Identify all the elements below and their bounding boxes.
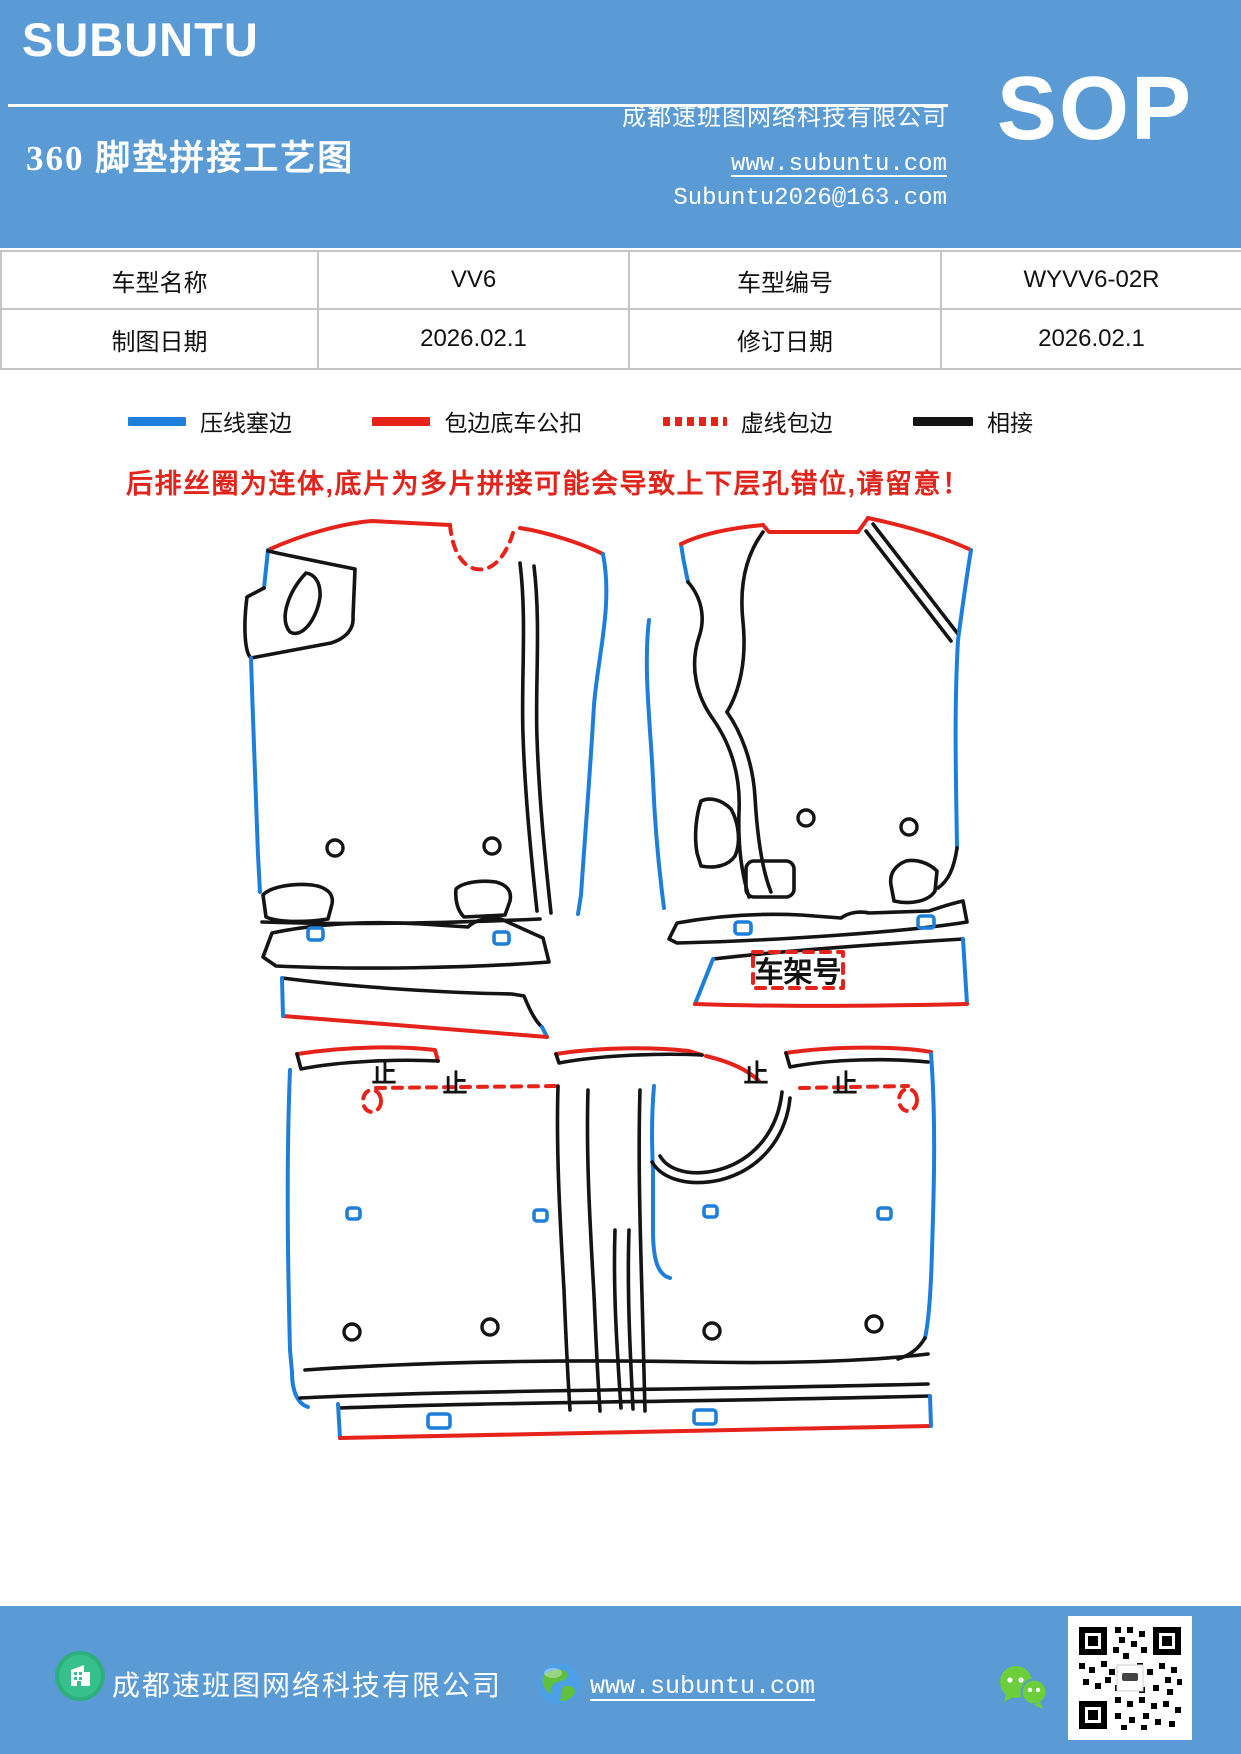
cell-model-code-value: WYVV6-02R: [940, 250, 1241, 310]
floor-mat-diagram: 车架号 止 止 止 止: [243, 516, 973, 1440]
stop-mark-label: 止: [832, 1070, 857, 1098]
dashed-detail: [361, 1088, 383, 1114]
brand-logo-text: SUBUNTU: [22, 13, 259, 66]
legend-label: 相接: [986, 410, 1033, 436]
clip-hole: [306, 926, 325, 942]
red-line-swatch: [372, 416, 431, 426]
chassis-number-dashed-box: [751, 950, 845, 990]
footer-banner: 成都速班图网络科技有限公司 www.subuntu.com: [0, 1606, 1241, 1754]
legend-item-press-line: 压线塞边: [128, 404, 292, 438]
chassis-number-label: 车架号: [754, 955, 841, 989]
building-icon: [55, 1651, 105, 1701]
clip-hole: [426, 1412, 452, 1430]
legend-item-edge-buckle: 包边底车公扣: [372, 404, 582, 438]
qr-code: [1068, 1616, 1192, 1740]
rear-mat-bottom-bands: [298, 1352, 933, 1440]
legend-item-dashed-wrap: 虚线包边: [662, 404, 833, 438]
heel-pad: [888, 858, 939, 905]
cell-draw-date-value: 2026.02.1: [317, 308, 630, 370]
front-left-mat-outline: [243, 519, 609, 926]
clip-hole: [492, 930, 511, 946]
front-left-base-strip: [280, 976, 549, 1039]
table-row: 制图日期 2026.02.1 修订日期 2026.02.1: [0, 308, 1241, 370]
footer-company-name: 成都速班图网络科技有限公司: [112, 1670, 503, 1701]
clip-hole: [702, 1204, 719, 1219]
cell-draw-date-label: 制图日期: [0, 308, 319, 370]
mat-hole: [899, 817, 919, 837]
dashed-detail: [897, 1087, 919, 1113]
legend-label: 压线塞边: [200, 410, 292, 436]
cell-model-name-label: 车型名称: [0, 250, 319, 310]
footrest-inner-hole: [283, 571, 322, 636]
black-line-swatch: [912, 416, 973, 426]
header-banner: SUBUNTU 360 脚垫拼接工艺图 成都速班图网络科技有限公司 www.su…: [0, 0, 1241, 248]
cell-model-name-value: VV6: [317, 250, 630, 310]
table-row: 车型名称 VV6 车型编号 WYVV6-02R: [0, 250, 1241, 310]
clip-hole: [692, 1408, 718, 1426]
cell-model-code-label: 车型编号: [628, 250, 942, 310]
console-foot-shape: [693, 797, 741, 869]
header-website-link[interactable]: www.subuntu.com: [730, 151, 947, 178]
header-email: Subuntu2026@163.com: [673, 185, 947, 212]
cell-revise-date-label: 修订日期: [628, 308, 942, 370]
red-dotted-line-swatch: [662, 416, 727, 426]
clip-hole: [876, 1206, 893, 1221]
legend-label: 包边底车公扣: [444, 410, 583, 436]
clip-hole: [733, 920, 753, 936]
legend-label: 虚线包边: [740, 410, 833, 436]
clip-hole: [532, 1208, 549, 1223]
mat-hole: [480, 1317, 500, 1337]
front-left-bottom-strip: [261, 916, 551, 970]
globe-icon: [538, 1663, 580, 1705]
header-company-name: 成都速班图网络科技有限公司: [622, 104, 947, 131]
page-title: 360 脚垫拼接工艺图: [26, 139, 355, 178]
warning-note: 后排丝圈为连体,底片为多片拼接可能会导致上下层孔错位,请留意！: [126, 469, 971, 499]
stop-mark-label: 止: [371, 1060, 396, 1088]
sop-badge: SOP: [996, 59, 1193, 159]
header-divider-line: [8, 104, 948, 107]
mat-hole: [325, 838, 345, 858]
clip-hole: [345, 1206, 362, 1221]
footer-website-link[interactable]: www.subuntu.com: [590, 1672, 816, 1701]
stop-mark-label: 止: [743, 1060, 768, 1088]
mat-hole: [482, 836, 502, 856]
blue-line-swatch: [128, 416, 186, 426]
mat-hole: [342, 1322, 362, 1342]
mat-hole: [864, 1314, 884, 1334]
clip-hole: [916, 914, 936, 930]
console-foot-block: [744, 859, 796, 899]
footrest-outline: [243, 549, 357, 660]
wechat-icon: [1000, 1666, 1048, 1709]
heel-block-right: [453, 879, 513, 919]
vehicle-info-table: 车型名称 VV6 车型编号 WYVV6-02R 制图日期 2026.02.1 修…: [0, 250, 1241, 370]
rear-mat-top-strips: 止 止 止 止: [295, 1045, 933, 1114]
front-right-mat-outline: [644, 516, 973, 910]
front-right-bottom-strip: [667, 899, 969, 945]
line-type-legend: 压线塞边 包边底车公扣 虚线包边 相接: [128, 404, 1033, 438]
mat-hole: [702, 1321, 722, 1341]
stop-mark-label: 止: [442, 1070, 467, 1098]
legend-item-join: 相接: [912, 404, 1033, 438]
front-right-base-strip: 车架号: [693, 937, 969, 1008]
mat-hole: [796, 808, 816, 828]
cell-revise-date-value: 2026.02.1: [940, 308, 1241, 370]
rear-mat-body: [285, 1052, 937, 1413]
heel-block-left: [261, 882, 335, 924]
qr-code-pattern: [1075, 1623, 1185, 1733]
